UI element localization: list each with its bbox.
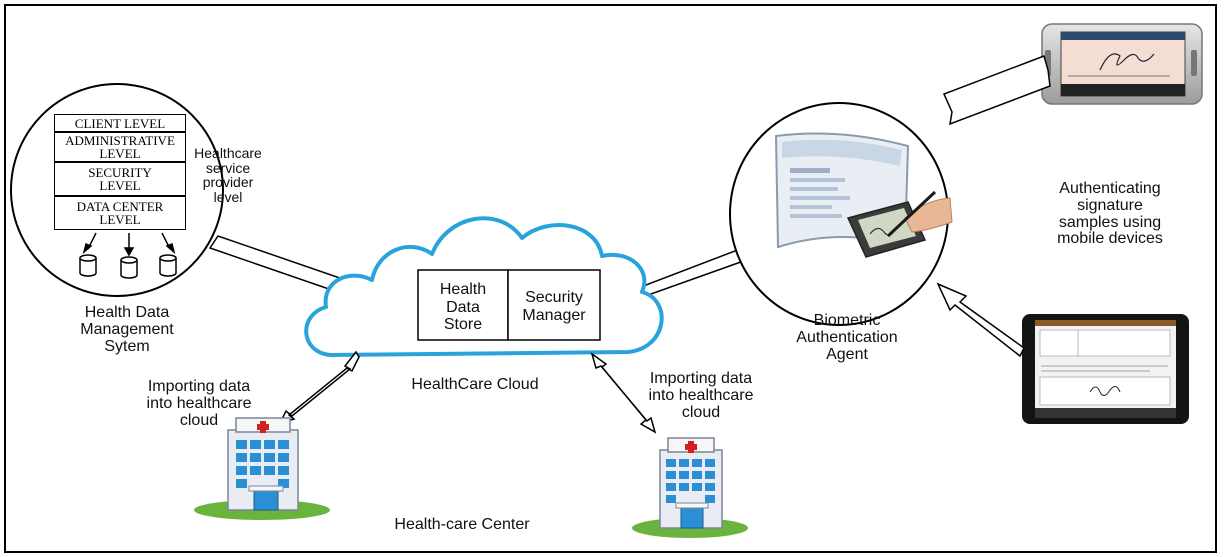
phone-to-agent-arrow bbox=[942, 55, 1051, 126]
security-manager-label: Security Manager bbox=[508, 289, 600, 326]
provider-label-line: provider bbox=[202, 174, 254, 191]
hdms-label-line: Sytem bbox=[104, 337, 150, 355]
authenticating-label-line: mobile devices bbox=[1057, 230, 1163, 248]
data-center-level-label-2: LEVEL bbox=[99, 212, 141, 227]
hdms-label: Health Data Management Sytem bbox=[62, 304, 192, 355]
store-label-line: Health bbox=[439, 281, 487, 298]
healthcare-cloud-label: HealthCare Cloud bbox=[411, 376, 539, 393]
import-label-line: cloud bbox=[681, 403, 721, 421]
import-arrow-right bbox=[590, 352, 657, 434]
hand-with-pen-icon bbox=[886, 190, 953, 238]
client-level-box: CLIENT LEVEL bbox=[54, 114, 186, 132]
import-label-line: into healthcare bbox=[146, 394, 252, 412]
biometric-label-line: Biometric bbox=[813, 312, 881, 329]
hospital-icon bbox=[194, 417, 330, 520]
provider-label-line: Healthcare bbox=[194, 145, 262, 161]
hdms-label-line: Management bbox=[80, 320, 174, 338]
authenticating-label-line: samples using bbox=[1058, 213, 1162, 231]
hospital-icon bbox=[632, 437, 748, 538]
data-center-level-label: DATA CENTER bbox=[76, 199, 164, 214]
signature-pad-icon bbox=[846, 201, 927, 258]
store-label-line: Data bbox=[446, 298, 480, 316]
import-label-left: Importing data into healthcare cloud bbox=[134, 378, 264, 429]
import-label-line: Importing data bbox=[147, 378, 251, 395]
administrative-level-label: ADMINISTRATIVE bbox=[65, 133, 175, 148]
import-label-line: into healthcare bbox=[648, 386, 754, 404]
administrative-level-box: ADMINISTRATIVE LEVEL bbox=[54, 132, 186, 162]
security-manager-box bbox=[507, 269, 601, 341]
database-icon bbox=[79, 254, 97, 277]
biometric-agent-label: Biometric Authentication Agent bbox=[782, 312, 912, 363]
tablet-icon bbox=[1022, 314, 1189, 424]
provider-level-label: Healthcare service provider level bbox=[193, 146, 263, 205]
security-level-label: SECURITY bbox=[88, 165, 152, 180]
provider-label-line: service bbox=[205, 159, 251, 176]
security-level-box: SECURITY LEVEL bbox=[54, 162, 186, 196]
manager-label-line: Manager bbox=[522, 307, 586, 325]
import-label-right: Importing data into healthcare cloud bbox=[636, 370, 766, 421]
health-data-store-box bbox=[417, 269, 509, 341]
storage-arrows bbox=[82, 232, 176, 257]
diagram-frame bbox=[4, 4, 1217, 553]
authenticating-label: Authenticating signature samples using m… bbox=[1044, 180, 1176, 248]
hdms-label-line: Health Data bbox=[84, 304, 170, 321]
biometric-label-line: Authentication bbox=[796, 328, 898, 346]
database-icon bbox=[159, 254, 177, 277]
import-label-line: cloud bbox=[179, 411, 219, 429]
health-data-store-label: Health Data Store bbox=[418, 281, 508, 334]
provider-label-line: level bbox=[213, 189, 243, 206]
authenticating-label-line: Authenticating bbox=[1059, 180, 1161, 197]
import-arrow-left bbox=[278, 350, 360, 425]
data-center-level-box: DATA CENTER LEVEL bbox=[54, 196, 186, 230]
healthcare-center-label: Health-care Center bbox=[394, 516, 530, 533]
store-label-line: Store bbox=[443, 316, 483, 334]
smartphone-icon bbox=[1041, 23, 1203, 105]
database-icon bbox=[120, 256, 138, 279]
tablet-to-agent-arrow bbox=[936, 282, 1025, 358]
authenticating-label-line: signature bbox=[1077, 196, 1143, 214]
administrative-level-label-2: LEVEL bbox=[99, 146, 141, 161]
manager-label-line: Security bbox=[525, 289, 583, 306]
client-level-label: CLIENT LEVEL bbox=[74, 115, 166, 131]
biometric-label-line: Agent bbox=[826, 345, 868, 363]
import-label-line: Importing data bbox=[649, 370, 753, 387]
security-level-label-2: LEVEL bbox=[99, 178, 141, 193]
database-icons bbox=[79, 254, 177, 279]
